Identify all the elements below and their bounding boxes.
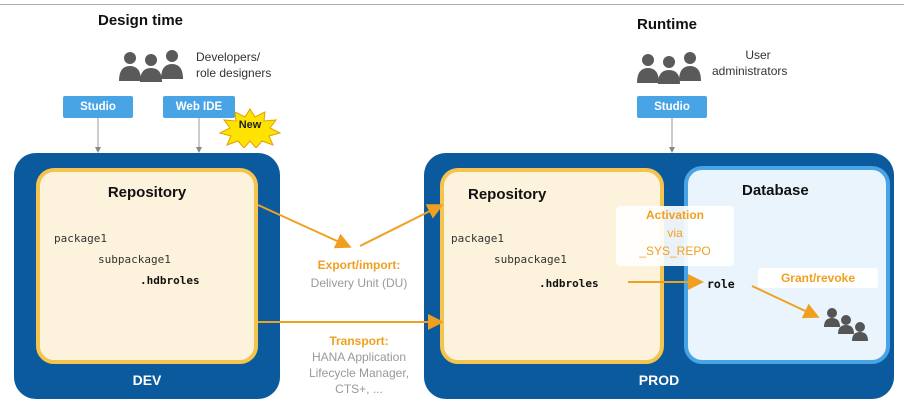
transport-line3: Lifecycle Manager,: [308, 366, 410, 380]
developers-label-line1: Developers/: [196, 50, 261, 64]
developers-label-line2: role designers: [196, 66, 272, 80]
new-badge-text: New: [238, 119, 262, 131]
runtime-title: Runtime: [637, 16, 697, 33]
activation-label-bg: [616, 206, 734, 266]
prod-subpackage-name: subpackage1: [494, 253, 567, 266]
grant-label-bg: [758, 268, 878, 288]
prod-database-box: [684, 166, 890, 364]
activation-line2: via: [667, 226, 683, 240]
export-import-label: Export/import:: [317, 258, 401, 272]
activation-line3: _SYS_REPO: [639, 244, 711, 258]
dev-subpackage-name: subpackage1: [98, 253, 171, 266]
developers-people-icon: [119, 50, 183, 82]
grant-revoke-label: Grant/revoke: [780, 271, 856, 285]
user-admins-people-icon: [637, 52, 701, 84]
dev-package-name: package1: [54, 232, 107, 245]
prod-repository-title: Repository: [468, 186, 547, 203]
grant-arrow: [751, 285, 820, 319]
new-badge-star-icon: [218, 108, 282, 148]
dev-label: DEV: [132, 372, 162, 388]
prod-repository-box: [440, 168, 664, 364]
user-admins-label-line2: administrators: [712, 64, 788, 78]
dev-hdbroles-file: .hdbroles: [140, 274, 200, 287]
transport-line2: HANA Application: [311, 350, 407, 364]
user-admins-label-line1: User: [745, 48, 771, 62]
delivery-unit-label: Delivery Unit (DU): [310, 276, 408, 290]
export-arrow-out: [359, 204, 444, 247]
studio-button-design[interactable]: Studio: [63, 96, 133, 118]
transport-label: Transport:: [329, 334, 389, 348]
export-arrow-in: [257, 204, 352, 249]
role-object: role: [707, 277, 735, 291]
studio-button-runtime[interactable]: Studio: [637, 96, 707, 118]
dev-repository-title: Repository: [107, 184, 187, 201]
users-group-icon: [824, 308, 868, 341]
dev-repository-box: [36, 168, 258, 364]
prod-label: PROD: [638, 372, 680, 388]
prod-package-name: package1: [451, 232, 504, 245]
activation-line1: Activation: [645, 208, 704, 222]
transport-line4: CTS+, ...: [335, 382, 383, 396]
database-title: Database: [742, 182, 809, 199]
top-divider: [0, 4, 904, 5]
design-time-title: Design time: [98, 12, 184, 29]
webide-button[interactable]: Web IDE: [163, 96, 235, 118]
prod-hdbroles-file: .hdbroles: [539, 277, 599, 290]
